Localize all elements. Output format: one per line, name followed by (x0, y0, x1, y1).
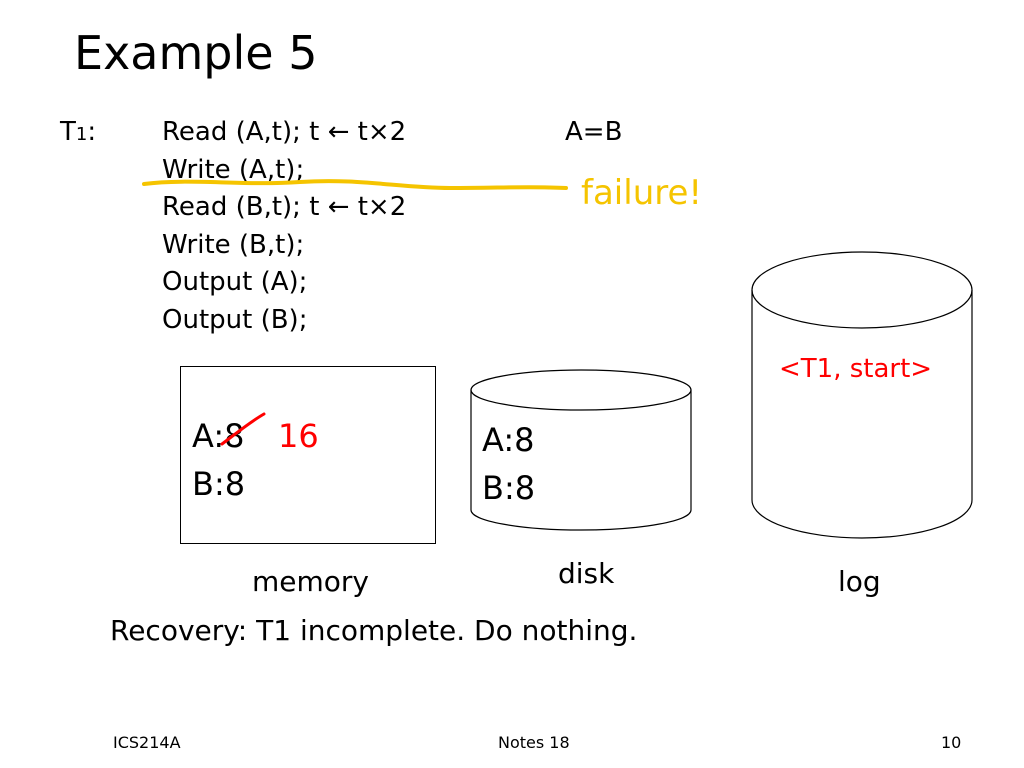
step-read-b: Read (B,t); t ← t×2 (162, 192, 407, 222)
disk-cylinder (470, 369, 692, 531)
memory-a-new-value: 16 (278, 417, 319, 455)
transaction-letter: T (60, 117, 76, 147)
memory-box (180, 366, 436, 544)
step-write-b: Write (B,t); (162, 230, 305, 260)
step-write-a: Write (A,t); (162, 155, 305, 185)
failure-line (142, 179, 568, 191)
step-output-b: Output (B); (162, 305, 308, 335)
transaction-subscript: 1 (75, 124, 88, 145)
memory-label: memory (252, 565, 369, 598)
step-output-a: Output (A); (162, 267, 308, 297)
strikeout-mark (220, 412, 266, 446)
recovery-text: Recovery: T1 incomplete. Do nothing. (110, 614, 638, 647)
log-cylinder (751, 251, 973, 539)
log-label: log (838, 565, 881, 598)
slide-title: Example 5 (74, 26, 318, 80)
transaction-name: T1: (60, 119, 96, 145)
disk-a-value: A:8 (482, 421, 535, 459)
log-entry-start: <T1, start> (779, 354, 933, 384)
failure-label: failure! (581, 173, 703, 213)
footer-course: ICS214A (113, 733, 181, 752)
transaction-colon: : (87, 117, 97, 147)
memory-b-value: B:8 (192, 465, 246, 503)
step-read-a: Read (A,t); t ← t×2 (162, 117, 407, 147)
footer-page-number: 10 (941, 733, 962, 752)
footer-notes: Notes 18 (498, 733, 570, 752)
constraint-text: A=B (565, 117, 623, 147)
disk-b-value: B:8 (482, 469, 536, 507)
disk-label: disk (558, 557, 615, 590)
memory-a-value: A:8 (192, 417, 245, 455)
